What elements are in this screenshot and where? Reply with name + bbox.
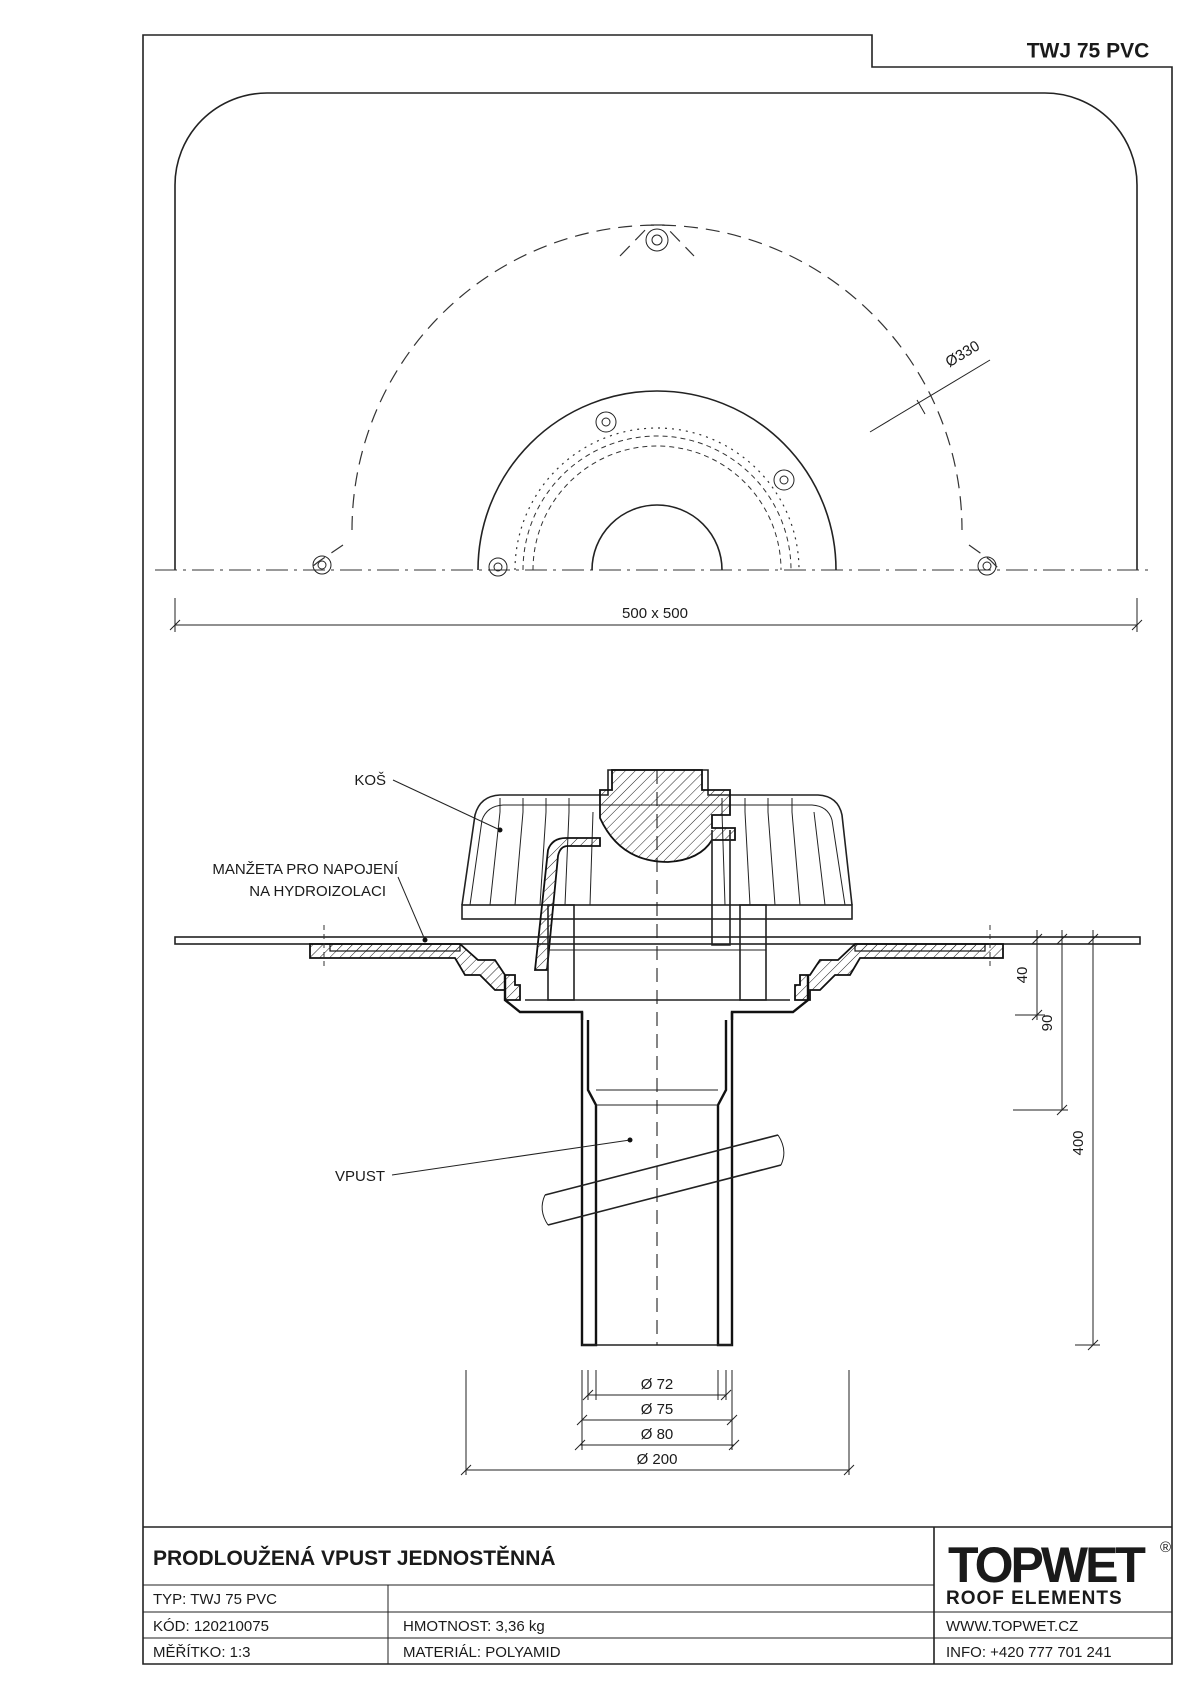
height-dim-90: 90	[1039, 1015, 1056, 1032]
code-field: KÓD: 120210075	[153, 1618, 269, 1635]
insert-wall-left	[533, 837, 601, 971]
drawing-title: PRODLOUŽENÁ VPUST JEDNOSTĚNNÁ	[153, 1546, 556, 1570]
plan-size-label: 500 x 500	[622, 605, 688, 622]
plan-body-holes	[488, 411, 795, 577]
title-block: PRODLOUŽENÁ VPUST JEDNOSTĚNNÁ TYP: TWJ 7…	[143, 1526, 1172, 1664]
plan-body-outer	[477, 390, 837, 571]
basket-base-ring	[461, 904, 853, 920]
logo-registered-mark: ®	[1160, 1539, 1171, 1556]
height-dim-400: 400	[1070, 1130, 1087, 1155]
plan-body-dashed-2	[532, 445, 782, 571]
height-dim-40: 40	[1014, 967, 1031, 984]
callout-membrane-line1: MANŽETA PRO NAPOJENÍ	[212, 861, 398, 878]
website-field: WWW.TOPWET.CZ	[946, 1618, 1078, 1635]
membrane-sheet	[174, 936, 1141, 945]
callout-outlet-label: VPUST	[335, 1168, 385, 1185]
diameter-dim-75: Ø 75	[641, 1401, 674, 1418]
height-dims	[1013, 930, 1100, 1351]
type-field: TYP: TWJ 75 PVC	[153, 1591, 277, 1608]
material-field: MATERIÁL: POLYAMID	[403, 1644, 561, 1661]
plan-diameter-label: Ø330	[943, 337, 983, 370]
callout-outlet-leader	[391, 1139, 631, 1176]
diameter-dim-80: Ø 80	[641, 1426, 674, 1443]
callout-basket-label: KOŠ	[354, 772, 386, 789]
scale-field: MĚŘÍTKO: 1:3	[153, 1644, 251, 1661]
callout-membrane-line2: NA HYDROIZOLACI	[249, 883, 386, 900]
sheet-frame	[142, 34, 1173, 1665]
plan-pipe-inner	[591, 504, 723, 571]
plan-body-dashed-1	[522, 435, 792, 571]
body-flange-left	[309, 943, 521, 1001]
body-flange-right	[794, 943, 1004, 1001]
info-field: INFO: +420 777 701 241	[946, 1644, 1112, 1661]
plan-body-dotted	[514, 427, 800, 571]
callout-membrane-leader	[397, 876, 426, 941]
outlet-pipe	[541, 1012, 785, 1347]
plan-diameter-leader	[869, 359, 991, 433]
diameter-dim-72: Ø 72	[641, 1376, 674, 1393]
callout-basket-leader	[392, 779, 501, 831]
insert-wall-right	[711, 830, 731, 946]
topwet-logo: TOPWET ® ROOF ELEMENTS	[946, 1537, 1171, 1609]
section-view: KOŠ MANŽETA PRO NAPOJENÍ NA HYDROIZOLACI…	[174, 769, 1141, 1476]
basket-cap-hatched	[599, 769, 736, 863]
logo-wordmark: TOPWET	[948, 1537, 1145, 1593]
header-code-label: TWJ 75 PVC	[1027, 40, 1150, 63]
weight-field: HMOTNOST: 3,36 kg	[403, 1618, 545, 1635]
plan-lobes	[307, 224, 1001, 576]
diameter-dim-200: Ø 200	[637, 1451, 678, 1468]
plan-view: Ø330 500 x 500	[155, 92, 1150, 632]
logo-tagline: ROOF ELEMENTS	[946, 1588, 1123, 1609]
plan-flange-dashed	[351, 224, 963, 531]
diameter-dims	[460, 1370, 855, 1476]
plan-square-outline	[174, 92, 1138, 570]
